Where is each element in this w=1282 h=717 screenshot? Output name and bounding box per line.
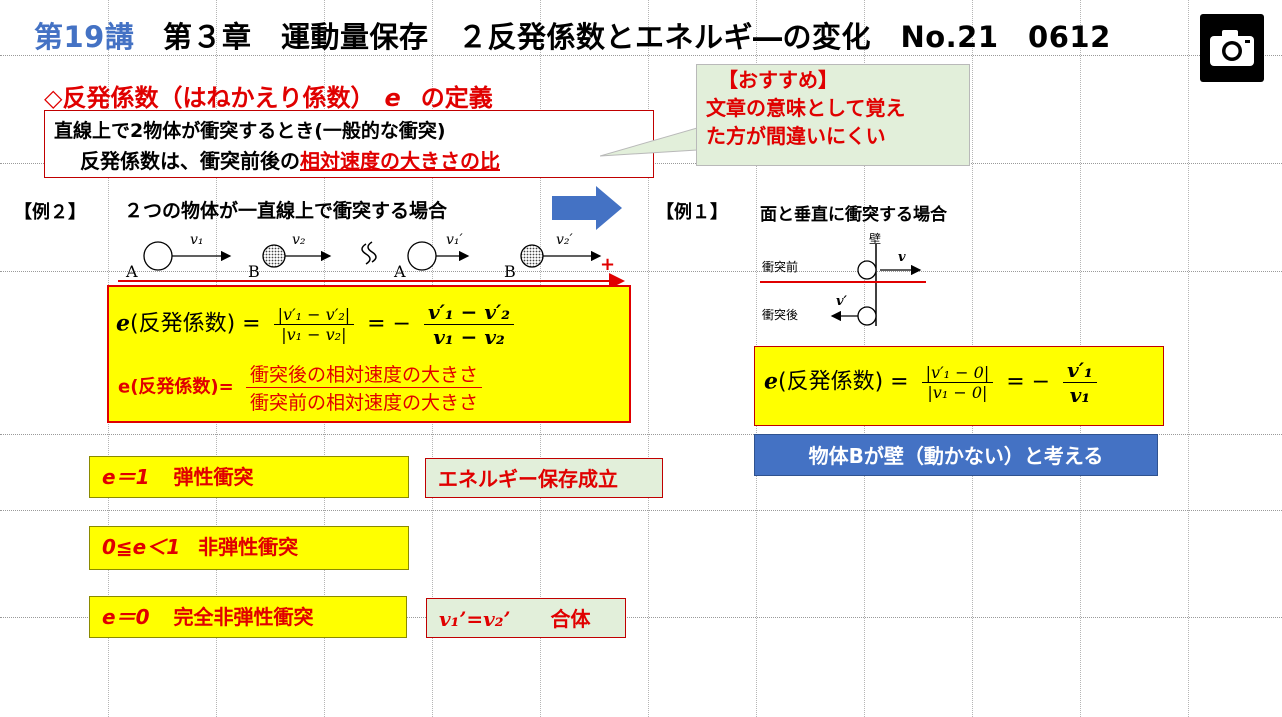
merge-note: v₁’=v₂’合体 [426, 598, 626, 638]
callout-box [696, 64, 970, 166]
label-v1-prime: v₁′ [446, 232, 463, 248]
formula-words: e(反発係数)= 衝突後の相対速度の大きさ 衝突前の相対速度の大きさ [118, 360, 488, 415]
grid-line [0, 271, 1282, 272]
definition-line-2: 反発係数は、衝突前後の相対速度の大きさの比 [80, 149, 500, 173]
example-1-title: 面と垂直に衝突する場合 [760, 205, 947, 225]
formula-main: e(反発係数) = |v′₁ − v′₂| |v₁ − v₂| = − v′₁ … [116, 300, 520, 349]
callout-text: 【おすすめ】 文章の意味として覚え た方が間違いにくい [706, 68, 906, 148]
signed-fraction: v′₁ − v′₂ v₁ − v₂ [424, 300, 514, 349]
example-1-label: 【例１】 [656, 202, 728, 223]
label-b-after: B [504, 262, 516, 281]
positive-direction-label: + [600, 254, 616, 275]
title-text: 第３章 運動量保存 ２反発係数とエネルギ―の変化 No.21 0612 [162, 20, 1111, 54]
wall-collision-diagram [760, 244, 926, 326]
wall-note: 物体Bが壁（動かない）と考える [754, 434, 1158, 476]
grid-line [0, 55, 1282, 56]
label-v: v [898, 250, 906, 265]
camera-icon[interactable] [1200, 14, 1264, 82]
page-title: 第19講 第３章 運動量保存 ２反発係数とエネルギ―の変化 No.21 0612 [34, 14, 1111, 56]
collision-diagram [118, 241, 625, 288]
wall-abs-fraction: |v′₁ − 0| |v₁ − 0| [921, 363, 994, 402]
label-a-before: A [126, 262, 138, 281]
definition-box [44, 110, 654, 178]
example-2-label: 【例２】 [14, 202, 86, 223]
grid-line [0, 510, 1282, 511]
definition-line-1: 直線上で2物体が衝突するとき(一般的な衝突) [54, 120, 446, 142]
grid-line [0, 434, 1282, 435]
formula-box [107, 285, 631, 423]
abs-fraction: |v′₁ − v′₂| |v₁ − v₂| [273, 305, 355, 344]
grid-line [0, 617, 1282, 618]
grid-line [1188, 0, 1189, 717]
before-collision-label: 衝突前 [762, 260, 799, 274]
wall-label: 壁 [869, 232, 882, 246]
energy-conserved-note: エネルギー保存成立 [425, 458, 663, 498]
words-fraction: 衝突後の相対速度の大きさ 衝突前の相対速度の大きさ [246, 360, 483, 415]
wall-formula-box [754, 346, 1164, 426]
definition-highlight: 相対速度の大きさの比 [300, 149, 500, 173]
example-2-title: ２つの物体が一直線上で衝突する場合 [124, 200, 448, 222]
label-a-after: A [394, 262, 406, 281]
wall-signed-fraction: v′₁ v₁ [1063, 358, 1097, 407]
label-v1: v₁ [190, 232, 204, 248]
label-v-prime: v′ [836, 294, 847, 309]
grid-line [648, 0, 649, 717]
label-v2-prime: v₂′ [556, 232, 573, 248]
after-collision-label: 衝突後 [762, 308, 799, 322]
wall-formula: e(反発係数) = |v′₁ − 0| |v₁ − 0| = − v′₁ v₁ [764, 358, 1103, 407]
label-v2: v₂ [292, 232, 306, 248]
callout-pointer [600, 127, 698, 157]
right-arrow-icon [552, 186, 622, 230]
lecture-number: 第19講 [34, 20, 135, 54]
label-b-before: B [248, 262, 260, 281]
